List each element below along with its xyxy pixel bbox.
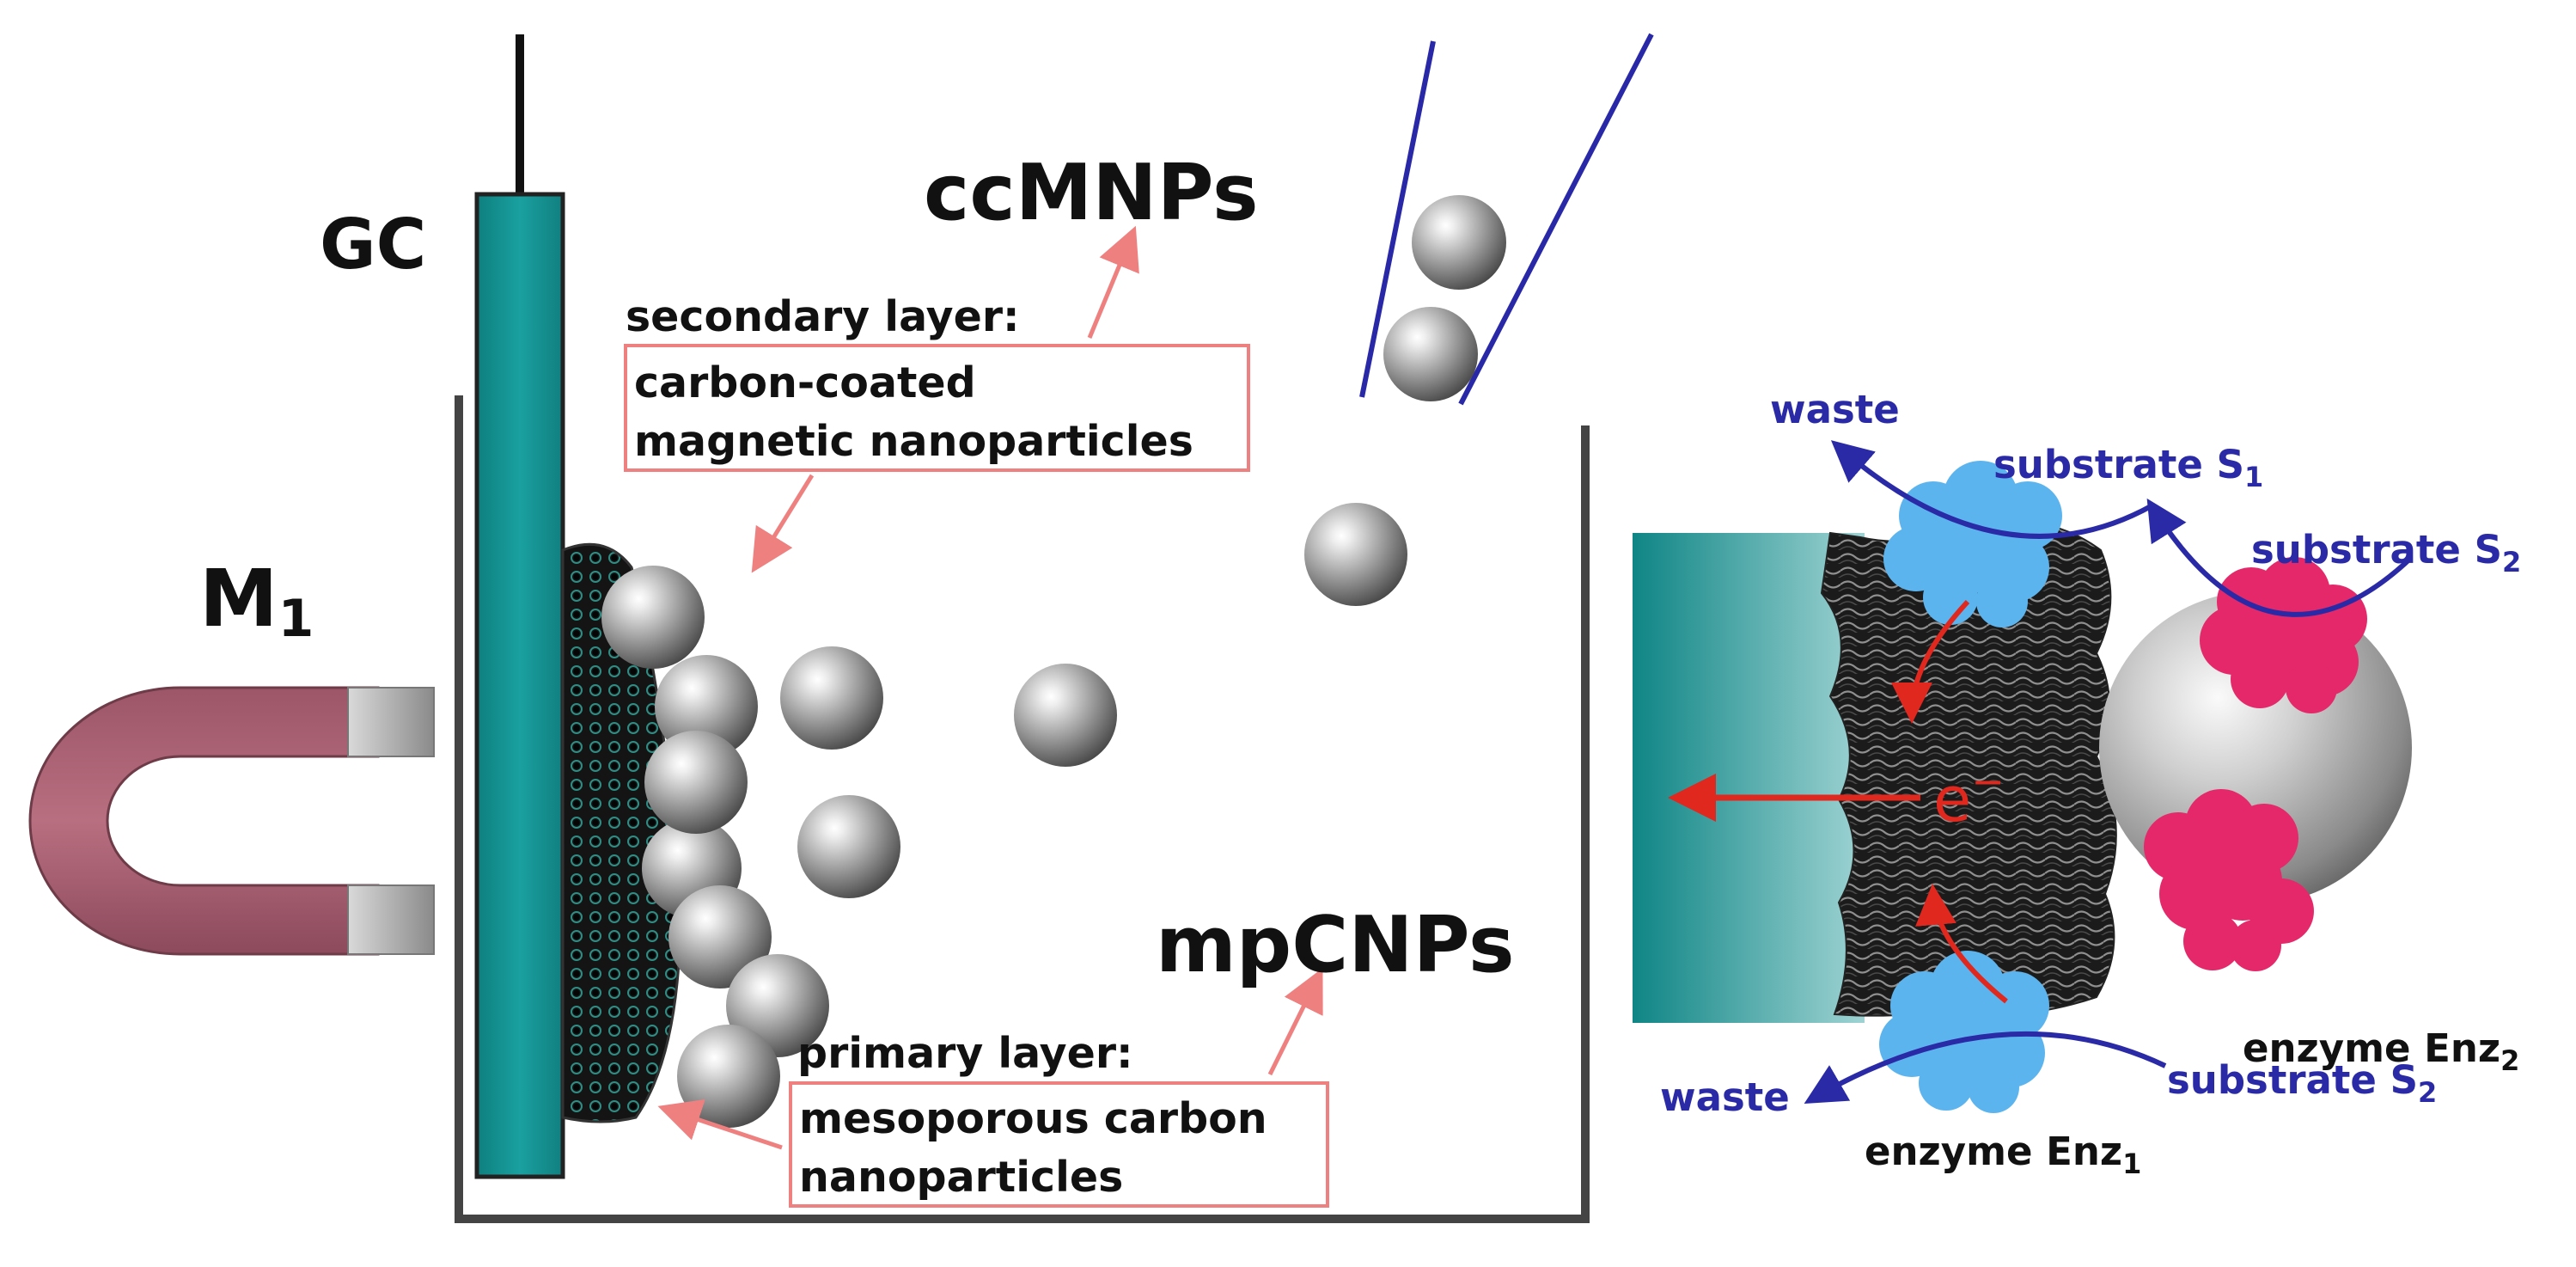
primary-layer-line2: nanoparticles: [799, 1153, 1123, 1202]
primary-layer-line1: mesoporous carbon: [799, 1094, 1267, 1143]
enzyme1-bottom: [1879, 951, 2049, 1113]
sphere: [797, 795, 900, 898]
substrate-s2-top-label: substrate S2: [2251, 527, 2521, 578]
primary-layer-title: primary layer:: [797, 1029, 1133, 1078]
pointer-arrows: [657, 225, 1323, 1150]
sphere: [1383, 307, 1478, 401]
waste-top-label: waste: [1770, 387, 1900, 432]
secondary-layer-box: [624, 344, 1250, 472]
sphere: [677, 1025, 780, 1128]
beaker: [455, 395, 1590, 1223]
arrow-to-spheres: [751, 474, 815, 573]
electron-arrow-bottom: [1915, 884, 2008, 1004]
substrate-s1-label: substrate S1: [1993, 442, 2263, 493]
magnet-label: M1: [199, 553, 314, 649]
gc-label: GC: [320, 205, 426, 285]
arrow-to-carbon-layer: [657, 1099, 783, 1150]
mpcnps-label: mpCNPs: [1156, 900, 1515, 990]
arrow-to-ccmnps: [1087, 225, 1139, 339]
arrow-s2-top: [2146, 498, 2413, 617]
magnet-m1: [28, 686, 435, 956]
arrow-s1-waste-top: [1830, 440, 2154, 539]
secondary-layer-title: secondary layer:: [626, 292, 1020, 341]
enzyme2-bottom: [2144, 789, 2314, 971]
primary-layer-box: [789, 1081, 1329, 1208]
enzyme2-label: enzyme Enz2: [2243, 1025, 2519, 1077]
electron-label: e−: [1933, 758, 2005, 835]
pipette: [1359, 33, 1654, 406]
sphere: [655, 655, 758, 758]
arrow-to-mpcnps: [1267, 968, 1323, 1076]
secondary-layer-line2: magnetic nanoparticles: [634, 417, 1193, 466]
secondary-layer-line1: carbon-coated: [634, 358, 976, 407]
ccmnps-label: ccMNPs: [924, 148, 1259, 238]
waste-bottom-label: waste: [1660, 1074, 1790, 1120]
enzyme-schematic: waste substrate S1 substrate S2 waste su…: [1633, 387, 2521, 1180]
electron-arrow-top: [1891, 599, 1970, 724]
sphere: [1412, 195, 1506, 290]
sphere: [644, 731, 748, 834]
gc-electrode: [474, 34, 565, 1179]
enzyme1-top: [1883, 461, 2062, 627]
sphere: [780, 646, 883, 750]
sphere: [601, 566, 705, 669]
sphere: [1014, 664, 1117, 767]
sphere: [668, 885, 772, 989]
sphere: [1304, 503, 1407, 606]
ccmnp-spheres: [601, 195, 1506, 1128]
enzyme1-label: enzyme Enz1: [1865, 1129, 2141, 1180]
substrate-s2-bottom-label: substrate S2: [2167, 1057, 2437, 1109]
arrow-s2-waste-bottom: [1804, 1031, 2167, 1105]
